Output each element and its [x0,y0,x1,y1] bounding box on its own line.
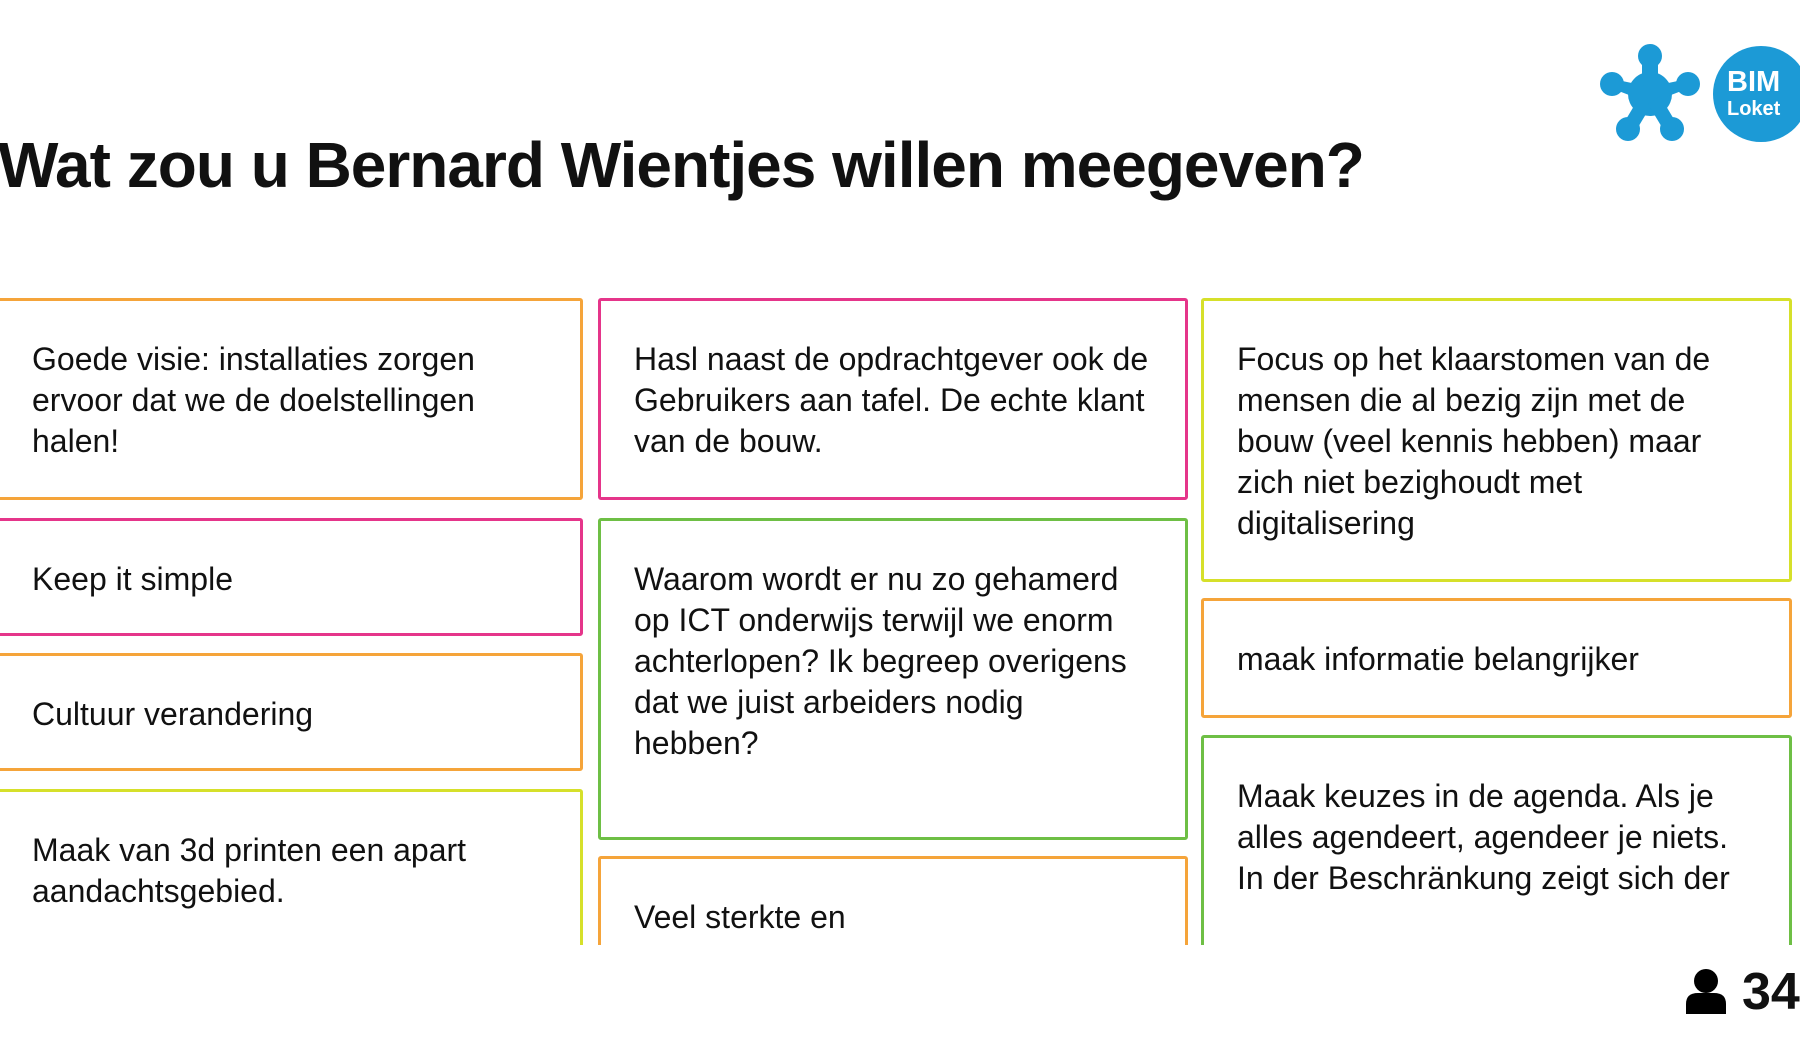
response-card: Hasl naast de opdrachtgever ook de Gebru… [598,298,1188,500]
response-card: Veel sterkte en [598,856,1188,945]
card-text: Goede visie: installaties zorgen ervoor … [32,341,475,459]
card-text: Waarom wordt er nu zo gehamerd op ICT on… [634,561,1127,761]
card-text: Hasl naast de opdrachtgever ook de Gebru… [634,341,1149,459]
response-card: maak informatie belangrijker [1201,598,1792,718]
response-card: Cultuur verandering [0,653,583,771]
star-logo-icon [1600,44,1700,141]
participant-count-value: 34 [1742,963,1800,1021]
response-card: Waarom wordt er nu zo gehamerd op ICT on… [598,518,1188,840]
response-card: Keep it simple [0,518,583,636]
participant-count: 34 [1684,962,1800,1022]
response-card: Maak keuzes in de agenda. Als je alles a… [1201,735,1792,945]
card-text: Focus op het klaarstomen van de mensen d… [1237,341,1711,541]
bim-loket-logo [1600,44,1700,149]
response-card: Goede visie: installaties zorgen ervoor … [0,298,583,500]
card-text: Maak van 3d printen een apart aandachtsg… [32,832,467,909]
card-text: Maak keuzes in de agenda. Als je alles a… [1237,778,1730,896]
logo-text-bim: BIM [1727,66,1781,98]
card-text: Cultuur verandering [32,696,314,732]
card-text: maak informatie belangrijker [1237,641,1639,677]
card-text: Keep it simple [32,561,233,597]
bim-loket-badge: BIM Loket [1713,46,1800,142]
card-text: Veel sterkte en [634,899,846,935]
logo-text-loket: Loket [1727,98,1781,120]
response-card: Maak van 3d printen een apart aandachtsg… [0,789,583,945]
page-title: Wat zou u Bernard Wientjes willen meegev… [0,129,1365,201]
person-icon [1686,969,1726,1014]
response-wall[interactable]: Goede visie: installaties zorgen ervoor … [0,0,1800,945]
response-card: Focus op het klaarstomen van de mensen d… [1201,298,1792,582]
